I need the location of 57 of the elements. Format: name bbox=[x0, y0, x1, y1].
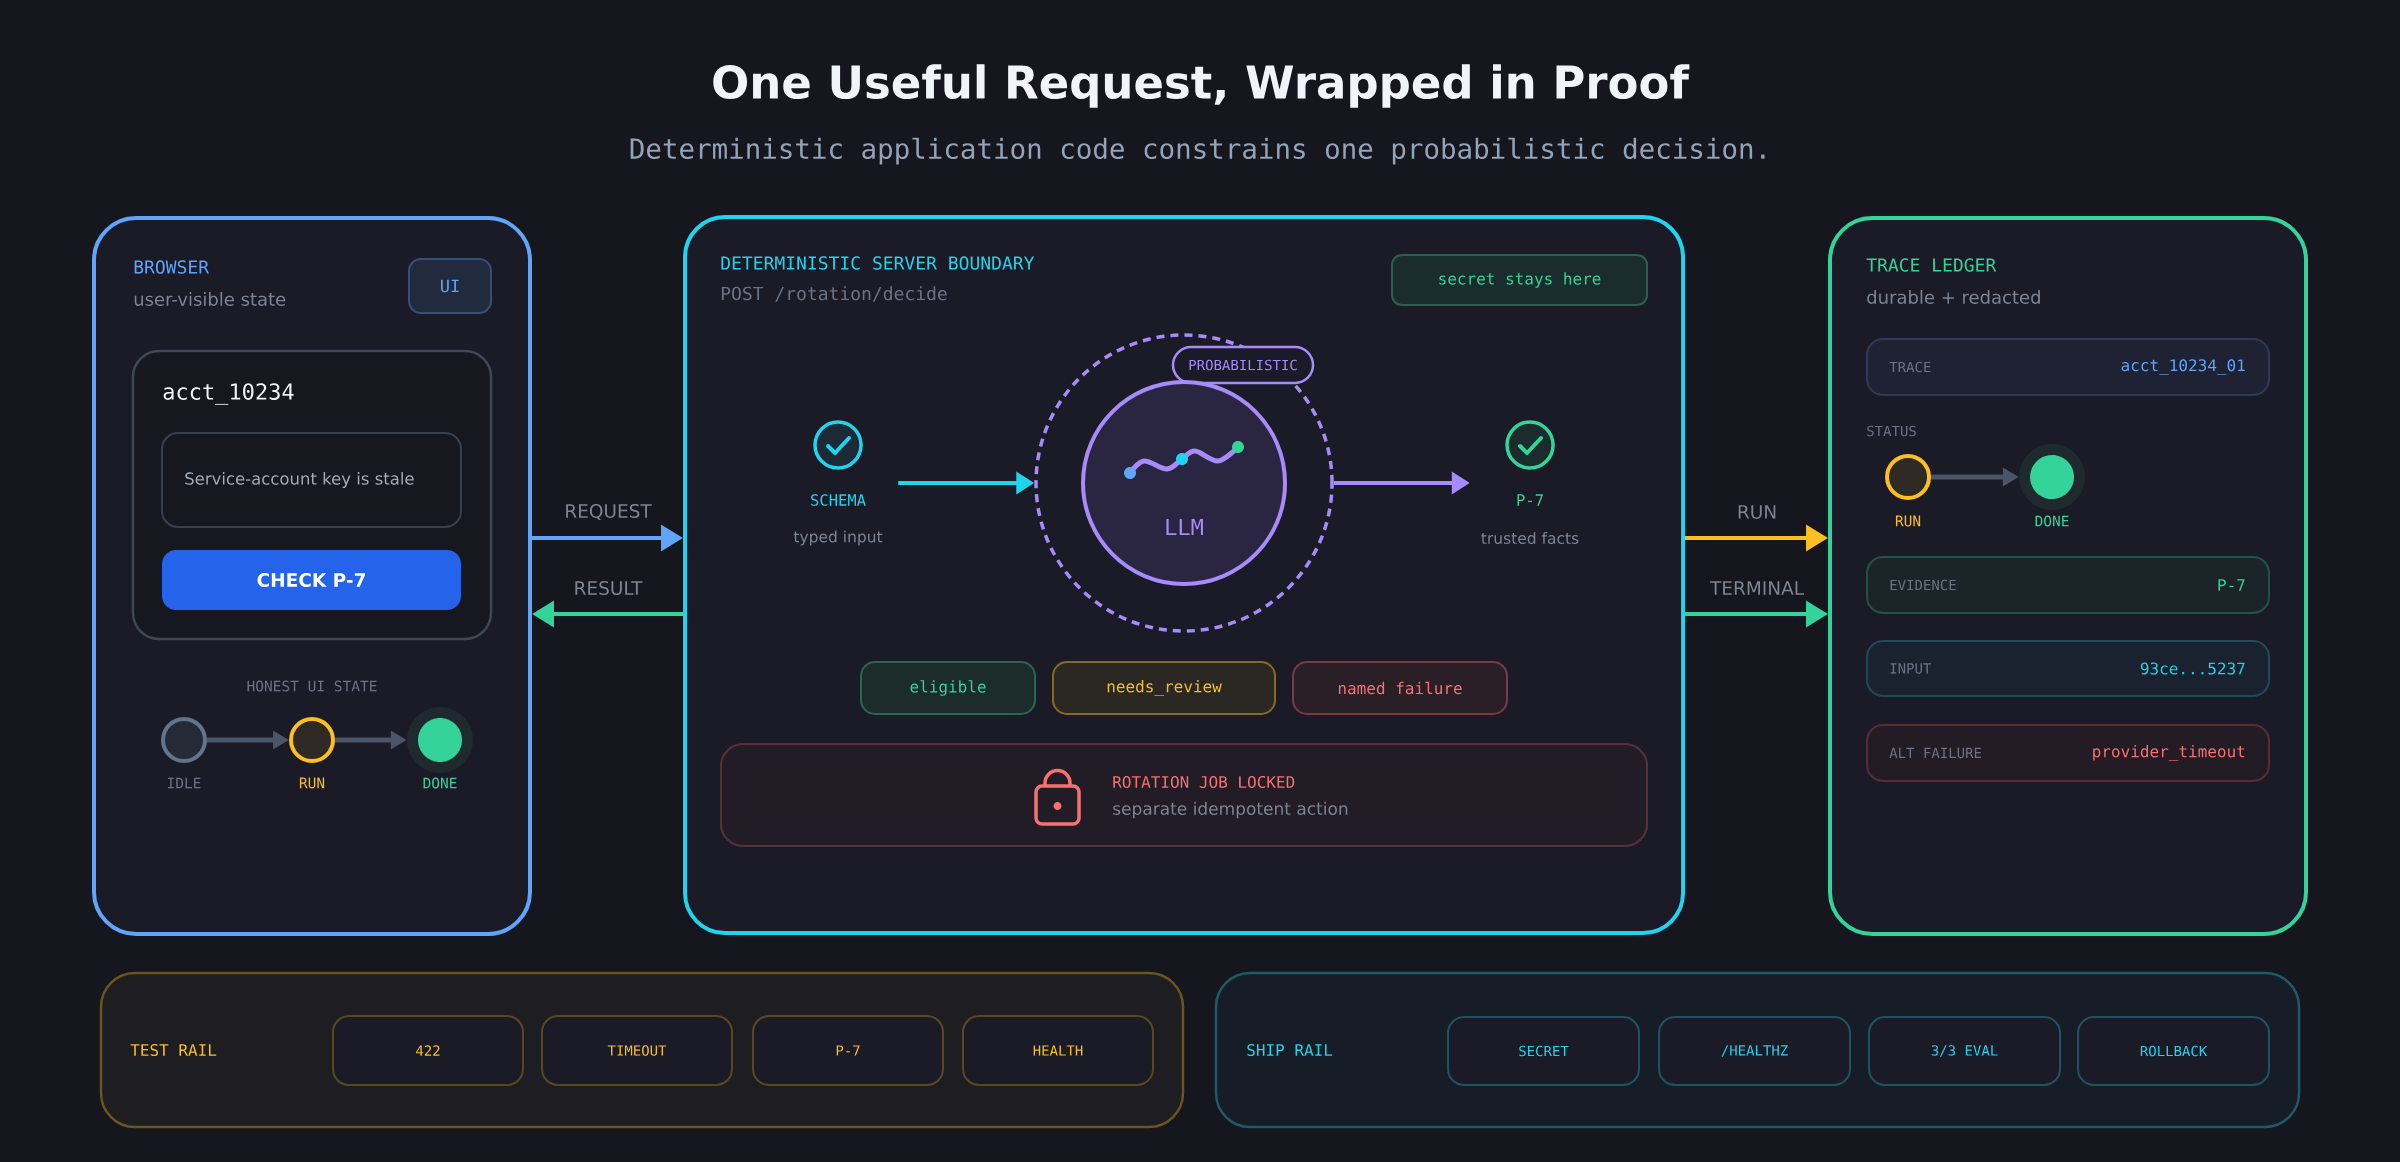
ledger-row bbox=[1866, 338, 2271, 396]
state-label: IDLE bbox=[167, 777, 201, 789]
edge-label: RESULT bbox=[571, 579, 645, 597]
state-label: DONE bbox=[2035, 515, 2069, 527]
input-field: Service-account key is stale bbox=[161, 432, 462, 528]
panel-heading: TRACE LEDGER bbox=[1866, 258, 1997, 272]
outcome-chip: needs_review bbox=[1052, 661, 1276, 715]
dashed-ring bbox=[1034, 333, 1334, 633]
diagram-title: One Useful Request, Wrapped in Proof bbox=[713, 64, 1690, 108]
outcome-chip: named failure bbox=[1292, 661, 1508, 715]
panel-heading: BROWSER bbox=[134, 260, 210, 274]
banner-caption: separate idempotent action bbox=[1113, 801, 1348, 819]
ledger-row bbox=[1866, 640, 2271, 697]
outcome-chip: eligible bbox=[860, 661, 1036, 715]
panel-heading: DETERMINISTIC SERVER BOUNDARY bbox=[721, 256, 1035, 270]
edge-label: RUN bbox=[1734, 503, 1780, 521]
panel-subheading: POST /rotation/decide bbox=[721, 286, 947, 302]
row-label: INPUT bbox=[1890, 663, 1932, 674]
edge-label: REQUEST bbox=[562, 501, 654, 523]
row-value: provider_timeout bbox=[2093, 745, 2245, 761]
rail-label: TEST RAIL bbox=[130, 1043, 217, 1057]
rail-chip: P-7 bbox=[752, 1015, 944, 1086]
edge-label: TERMINAL bbox=[1708, 579, 1807, 597]
row-label: TRACE bbox=[1889, 361, 1931, 373]
pill-label: PROBABILISTIC bbox=[1171, 345, 1315, 385]
row-label: ALT FAILURE bbox=[1889, 747, 1982, 759]
rail-chip: 422 bbox=[332, 1015, 524, 1086]
state-label: RUN bbox=[1895, 515, 1921, 527]
row-label: EVIDENCE bbox=[1890, 579, 1956, 591]
rail-chip: ROLLBACK bbox=[2077, 1016, 2271, 1086]
row-value: acct_10234_01 bbox=[2121, 359, 2245, 375]
panel-subheading: durable + redacted bbox=[1867, 290, 2040, 304]
panel-subheading: user-visible state bbox=[134, 292, 286, 306]
banner-title: ROTATION JOB LOCKED bbox=[1113, 775, 1295, 789]
rail-chip: /HEALTHZ bbox=[1658, 1016, 1852, 1086]
rail-chip: SECRET bbox=[1447, 1016, 1640, 1086]
step-label: P-7 bbox=[1517, 494, 1543, 506]
ledger-row bbox=[1866, 724, 2271, 782]
ui-badge: UI bbox=[408, 258, 492, 314]
step-caption: typed input bbox=[793, 530, 883, 546]
section-label: HONEST UI STATE bbox=[247, 680, 377, 692]
rail-label: SHIP RAIL bbox=[1247, 1043, 1333, 1057]
account-id: acct_10234 bbox=[163, 383, 294, 405]
rail-chip: HEALTH bbox=[962, 1015, 1154, 1086]
ledger-row bbox=[1866, 556, 2271, 614]
rail-chip: TIMEOUT bbox=[541, 1015, 733, 1086]
step-caption: trusted facts bbox=[1481, 532, 1579, 544]
diagram-subtitle: Deterministic application code constrains one probabilistic decision. bbox=[630, 137, 1765, 165]
row-value: P-7 bbox=[2218, 579, 2245, 591]
row-value: 93ce...5237 bbox=[2140, 662, 2245, 675]
state-label: RUN bbox=[299, 777, 325, 789]
section-label: STATUS bbox=[1867, 425, 1916, 437]
note-badge: secret stays here bbox=[1391, 254, 1648, 306]
rail-chip: 3/3 EVAL bbox=[1868, 1016, 2062, 1086]
state-label: DONE bbox=[423, 777, 457, 789]
check-button: CHECK P-7 bbox=[162, 550, 461, 610]
step-label: SCHEMA bbox=[811, 494, 866, 506]
